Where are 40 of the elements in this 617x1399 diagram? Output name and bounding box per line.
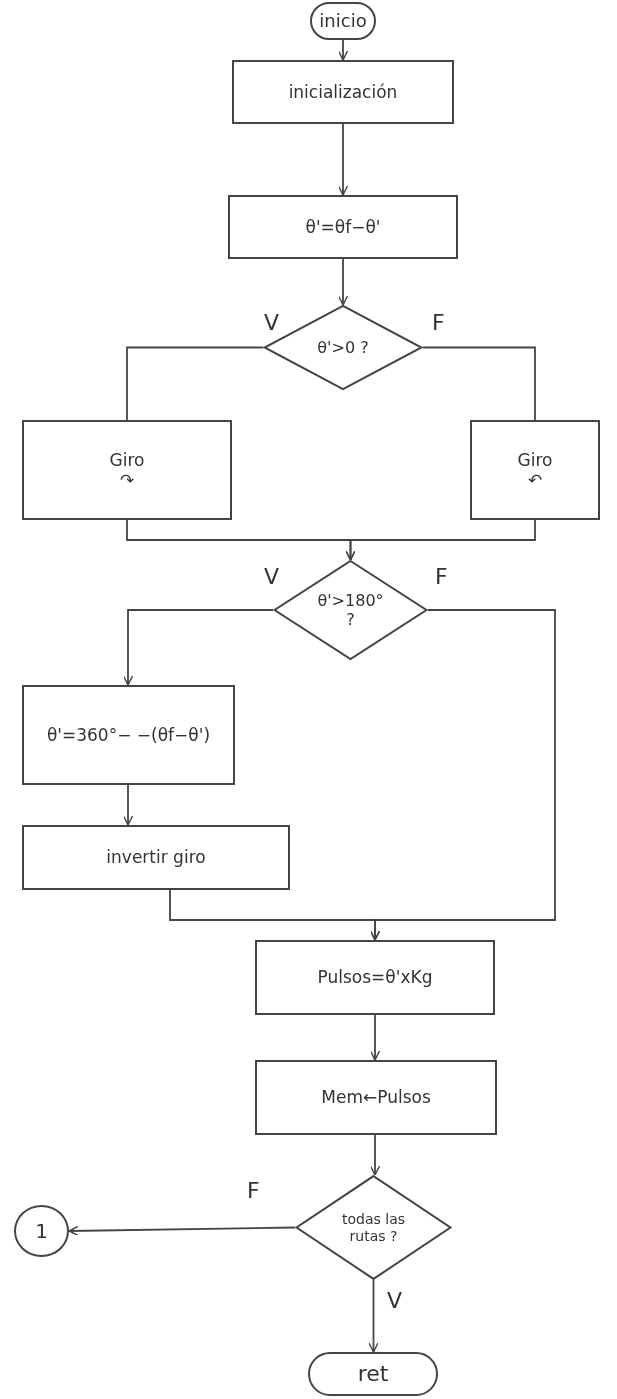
condition-text: θ'>180° ? [316, 590, 385, 630]
step-text: θ'=θf−θ' [305, 216, 381, 238]
step-text: invertir giro [106, 847, 206, 868]
arrow [345, 519, 536, 561]
arrow [337, 123, 349, 196]
condition-text: θ'>0 ? [316, 337, 370, 358]
step-text: θ'=360°− −(θf−θ') [45, 724, 212, 746]
step-text: Pulsos=θ'xKg [317, 967, 433, 988]
arrow [122, 784, 134, 826]
connector-number: 1 [35, 1219, 48, 1243]
step-text: ret [357, 1360, 389, 1388]
arrow [68, 1225, 296, 1237]
process-box [255, 940, 495, 1015]
connector-line [422, 346, 536, 421]
arrow [368, 1279, 379, 1353]
arrow [169, 889, 381, 941]
connector-line [126, 346, 264, 421]
process-box [22, 420, 232, 520]
condition-text: todas las rutas ? [341, 1210, 406, 1245]
process-box [470, 420, 600, 520]
decision-diamond [295, 1175, 452, 1280]
arrow [369, 1134, 381, 1176]
arrow [122, 609, 274, 686]
arrow [369, 1014, 381, 1061]
step-text: inicio [319, 10, 367, 32]
step-text: inicialización [288, 81, 398, 103]
connector-circle [14, 1205, 69, 1257]
process-box [22, 685, 235, 785]
process-box [232, 60, 454, 124]
terminal-box [308, 1352, 438, 1396]
decision-diamond [263, 305, 423, 390]
step-text: Giro ↷ [108, 449, 146, 491]
process-box [22, 825, 290, 890]
process-box [255, 1060, 497, 1135]
process-box [228, 195, 458, 259]
step-text: Giro ↶ [516, 449, 554, 491]
arrow [337, 258, 349, 306]
terminal-box [310, 2, 376, 40]
step-text: Mem←Pulsos [321, 1087, 431, 1108]
arrow [337, 39, 349, 61]
